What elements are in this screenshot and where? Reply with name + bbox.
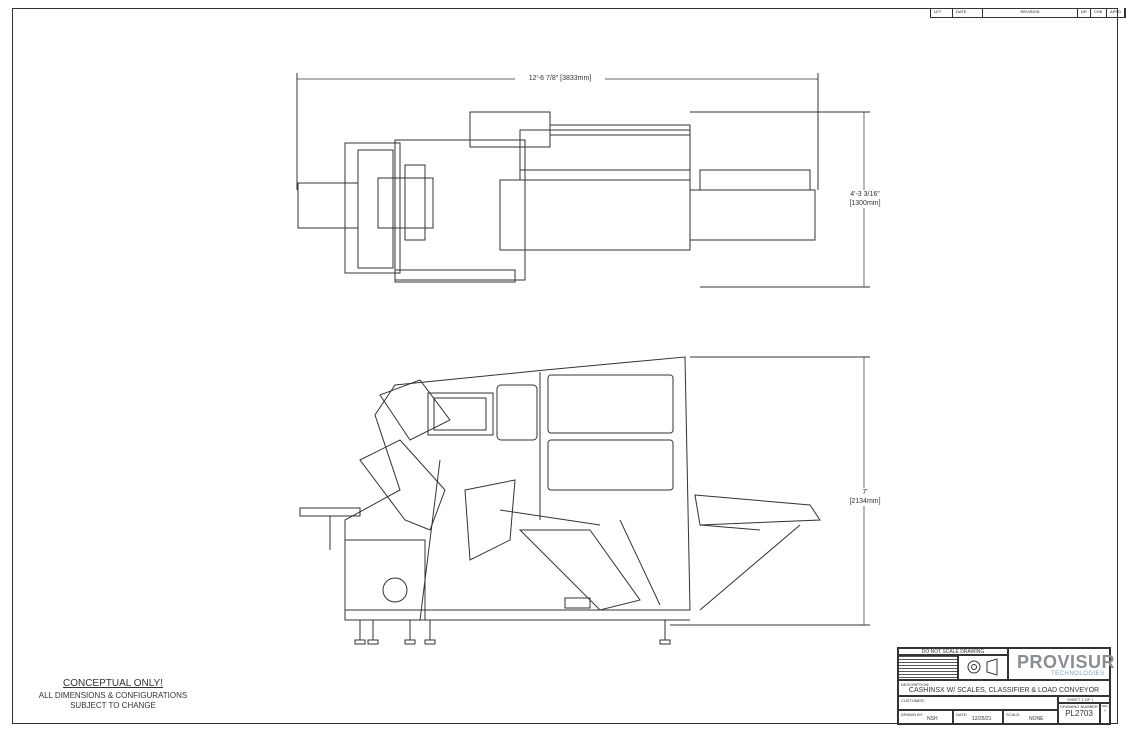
revision-block: LET DATE REVISION DR CHK APPD	[930, 8, 1126, 18]
logo-subtext: TECHNOLOGIES	[1051, 671, 1105, 677]
width-imperial: 4'-3 3/16"	[850, 191, 880, 198]
rev-header-let: LET	[931, 8, 953, 17]
sheet-cell: SHEET 1 OF 1	[1058, 696, 1110, 703]
height-dimension: 7' [2134mm]	[845, 488, 885, 506]
rev-cell: REV -	[1100, 703, 1110, 724]
width-dimension: 4'-3 3/16" [1300mm]	[845, 190, 885, 208]
drawing-number: PL2703	[1065, 709, 1093, 718]
date-cell: DATE: 12/25/21	[953, 710, 1003, 724]
width-metric: [1300mm]	[849, 200, 881, 207]
side-view	[299, 356, 870, 645]
drawing-border	[12, 8, 1118, 724]
sheet-label: SHEET	[1067, 697, 1081, 702]
overall-length-dimension: 12'-6 7/8" [3833mm]	[515, 74, 605, 83]
description-label: DESCRIPTION:	[901, 682, 930, 687]
dimensions-note: ALL DIMENSIONS & CONFIGURATIONS	[38, 691, 188, 700]
of-label: OF	[1084, 697, 1091, 702]
company-logo: PROVISUR TECHNOLOGIES	[1008, 648, 1115, 680]
rev-header-revision: REVISION	[983, 8, 1078, 17]
rev-header-appd: APPD	[1107, 8, 1125, 17]
no-scale-warning: DO NOT SCALE DRAWING	[898, 648, 1008, 655]
rev-label: REV	[1101, 704, 1109, 708]
scale: NONE	[1029, 716, 1044, 722]
sheet-total: 1	[1091, 697, 1094, 702]
rev-header-date: DATE	[953, 8, 983, 17]
drawing-number-cell: DRAWING NUMBER PL2703	[1058, 703, 1100, 724]
legal-text	[898, 655, 958, 680]
height-metric: [2134mm]	[849, 498, 881, 505]
logo-text: PROVISUR	[1017, 652, 1116, 672]
top-view	[296, 73, 870, 288]
conceptual-note: CONCEPTUAL ONLY!	[62, 678, 164, 689]
drawn-by: NSH	[927, 716, 938, 722]
change-note: SUBJECT TO CHANGE	[70, 701, 156, 710]
customer-label: CUSTOMER:	[901, 698, 925, 703]
scale-cell: SCALE: NONE	[1003, 710, 1058, 724]
sheet-number: 1	[1081, 697, 1084, 702]
description: CASHINSX W/ SCALES, CLASSIFIER & LOAD CO…	[908, 687, 1100, 694]
date: 12/25/21	[972, 716, 992, 722]
date-label: DATE:	[956, 712, 968, 717]
drawn-by-cell: DRAWN BY: NSH	[898, 710, 953, 724]
customer-cell: CUSTOMER:	[898, 696, 1058, 710]
projection-symbol-icon	[958, 655, 1008, 680]
description-cell: DESCRIPTION: CASHINSX W/ SCALES, CLASSIF…	[898, 680, 1110, 696]
drawing-number-label: DRAWING NUMBER	[1060, 704, 1098, 709]
rev-value: -	[1103, 708, 1107, 715]
scale-label: SCALE:	[1006, 712, 1021, 717]
rev-header-chk: CHK	[1091, 8, 1107, 17]
rev-header-dr: DR	[1078, 8, 1091, 17]
drawn-by-label: DRAWN BY:	[901, 712, 924, 717]
height-imperial: 7'	[862, 489, 868, 496]
title-block: DO NOT SCALE DRAWING PROVISUR TECHNOLOGI…	[897, 647, 1115, 725]
